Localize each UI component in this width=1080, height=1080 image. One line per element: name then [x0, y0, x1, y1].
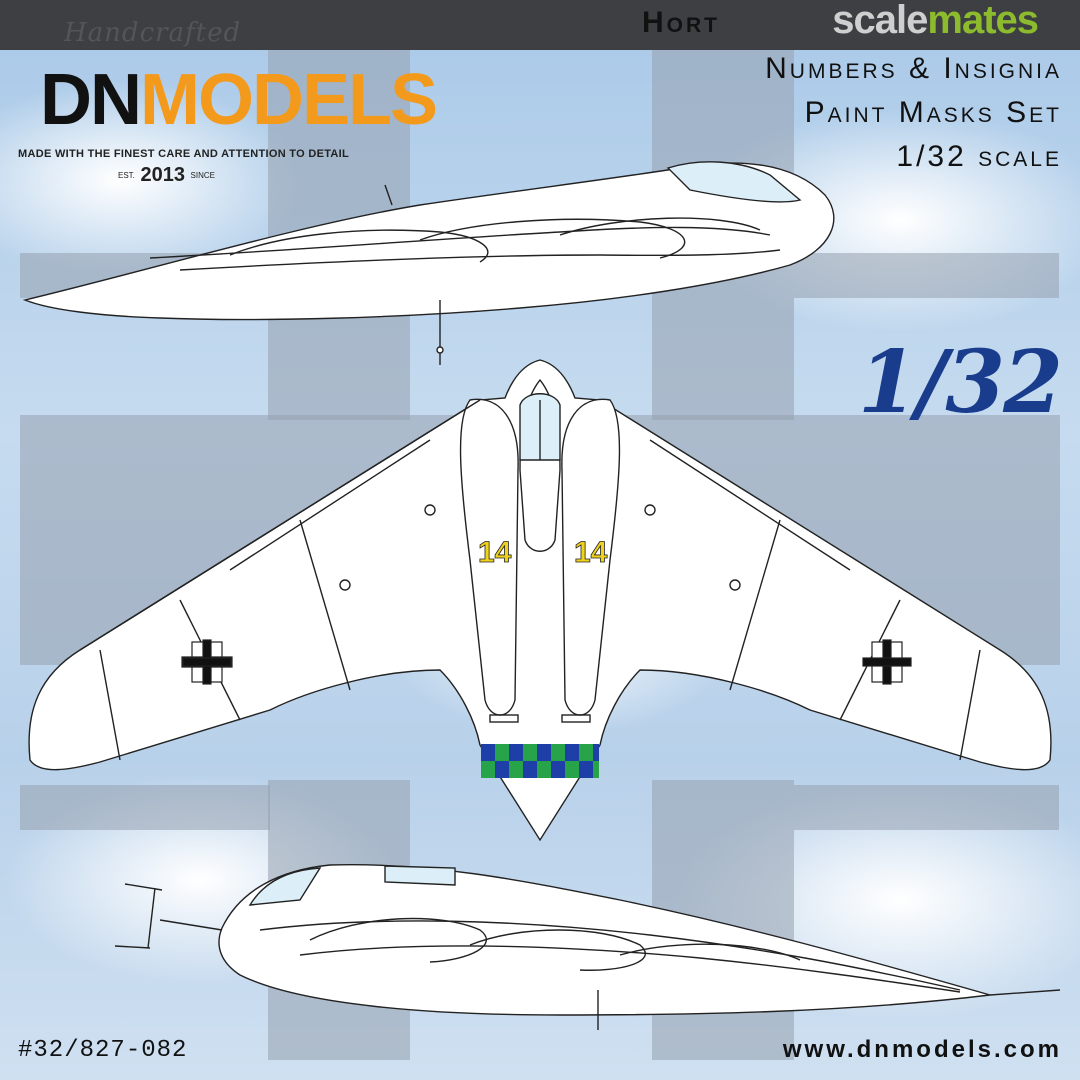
background-cross-arm-bottom-right — [794, 785, 1059, 830]
brand-logo: DNMODELS — [40, 60, 438, 140]
watermark-bar: scalemates — [0, 0, 1080, 50]
number-marking-left: 14 — [478, 536, 512, 569]
website-url: www.dnmodels.com — [782, 1036, 1062, 1063]
tail-checker-band — [481, 744, 599, 778]
side-view-bottom — [114, 863, 1061, 1030]
scalemates-watermark: scalemates — [832, 0, 1039, 42]
number-marking-right: 14 — [574, 536, 608, 569]
wing-cross-left — [181, 639, 233, 685]
product-line-scale: 1/32 scale — [896, 140, 1062, 173]
side-view-top — [22, 161, 835, 365]
scale-badge: 1/32 — [858, 332, 1063, 433]
brand-established: EST. 2013 SINCE — [118, 164, 215, 186]
product-line-masks: Paint Masks Set — [804, 96, 1062, 129]
planform-view: 14 14 — [28, 359, 1052, 842]
product-code: #32/827-082 — [18, 1037, 188, 1064]
brand-tagline: MADE WITH THE FINEST CARE AND ATTENTION … — [18, 148, 350, 160]
brand-script: Handcrafted — [64, 18, 242, 48]
product-line-numbers: Numbers & Insignia — [765, 52, 1062, 85]
background-cross-arm-bottom-left — [20, 785, 270, 830]
wing-cross-right — [862, 639, 912, 685]
background-cross-arm-right — [794, 253, 1059, 298]
product-name: Hort — [642, 6, 720, 39]
